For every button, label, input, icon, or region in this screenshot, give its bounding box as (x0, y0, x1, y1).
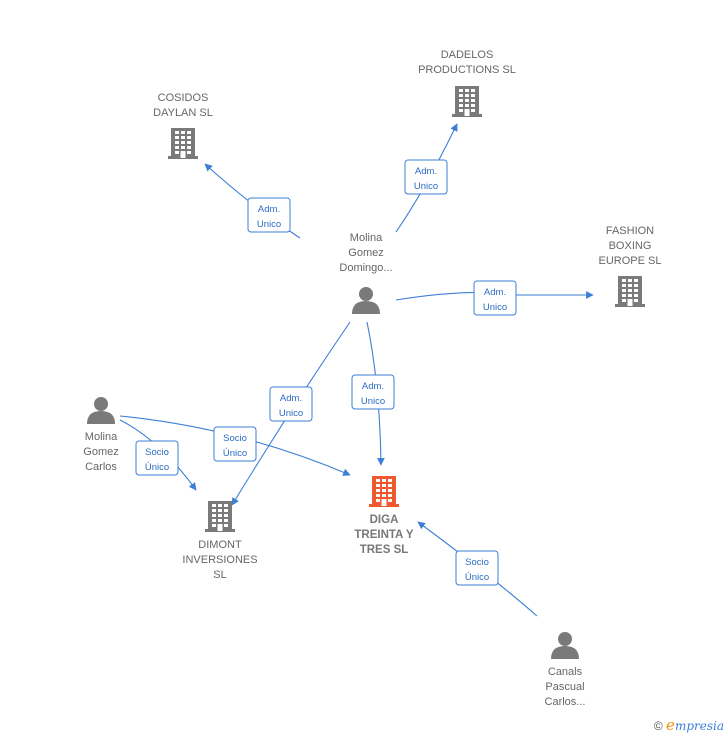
building-icon (615, 276, 645, 307)
edge-label-line: Socio (223, 433, 247, 444)
edges-layer: Adm.UnicoAdm.UnicoAdm.UnicoAdm.UnicoAdm.… (119, 123, 594, 617)
node-label-line: DIGA (370, 514, 399, 526)
node-dimont[interactable]: DIMONT INVERSIONES SL (182, 501, 258, 581)
node-label-line: SL (213, 569, 226, 581)
focus-building-icon (369, 476, 399, 507)
node-label-line: PRODUCTIONS SL (418, 64, 516, 76)
node-label-line: Pascual (545, 681, 584, 693)
edge-molina-domingo-to-dadelos: Adm. Unico (395, 123, 458, 233)
edge-label-line: Adm. (484, 287, 506, 298)
node-label-line: Canals (548, 666, 583, 678)
brand-initial: e (666, 716, 675, 734)
edge-label-line: Adm. (258, 204, 280, 215)
node-label-line: EUROPE SL (599, 255, 662, 267)
edge-label-line: Socio (465, 557, 489, 568)
node-label-line: Molina (350, 232, 383, 244)
nodes-layer: COSIDOS DAYLAN SL DADELOS PRODUCTIONS SL FAS… (83, 49, 661, 708)
edge-molina-domingo-to-fashion: Adm. Unico (395, 280, 594, 316)
node-label-line: BOXING (609, 240, 652, 252)
building-icon (205, 501, 235, 532)
node-label-line: COSIDOS (158, 92, 209, 104)
edge-label-box[interactable]: Adm. Unico (351, 374, 395, 410)
node-label-line: TRES SL (360, 544, 409, 556)
footer-brand: © empresia (654, 716, 724, 734)
edge-label-line: Unico (257, 219, 281, 230)
node-diga[interactable]: DIGA TREINTA Y TRES SL (354, 476, 414, 556)
node-dadelos[interactable]: DADELOS PRODUCTIONS SL (418, 49, 516, 117)
node-label-line: Molina (85, 431, 118, 443)
edge-label-box[interactable]: Adm. Unico (473, 280, 517, 316)
copyright-symbol: © (653, 719, 663, 733)
edge-label-line: Único (465, 572, 489, 583)
person-icon (551, 632, 579, 659)
edge-label-line: Socio (145, 447, 169, 458)
node-label-line: Carlos (85, 461, 117, 473)
edge-label-line: Único (145, 462, 169, 473)
node-label-line: DAYLAN SL (153, 107, 213, 119)
person-icon (87, 397, 115, 424)
edge-label-line: Unico (483, 302, 507, 313)
edge-label-box[interactable]: Adm. Unico (269, 386, 313, 422)
person-icon (352, 287, 380, 314)
node-label-line: Gomez (83, 446, 118, 458)
node-label-line: Domingo... (339, 262, 392, 274)
brand-name: mpresia (674, 719, 724, 733)
edge-label-line: Unico (361, 396, 385, 407)
node-label-line: INVERSIONES (182, 554, 257, 566)
edge-label-line: Adm. (280, 393, 302, 404)
edge-label-line: Unico (414, 181, 438, 192)
edge-label-line: Adm. (362, 381, 384, 392)
edge-molina-domingo-to-dimont: Adm. Unico (231, 321, 351, 506)
edge-label-box[interactable]: Adm. Unico (404, 159, 448, 195)
node-label-line: Gomez (348, 247, 383, 259)
edge-label-line: Unico (279, 408, 303, 419)
edge-label-line: Adm. (415, 166, 437, 177)
node-fashion[interactable]: FASHION BOXING EUROPE SL (599, 225, 662, 307)
node-label-line: DADELOS (441, 49, 494, 61)
edge-molina-domingo-to-cosidos: Adm. Unico (204, 163, 301, 239)
node-label-line: Carlos... (545, 696, 586, 708)
node-label-line: FASHION (606, 225, 654, 237)
building-icon (452, 86, 482, 117)
building-icon (168, 128, 198, 159)
node-canals[interactable]: CanalsPascualCarlos... (545, 632, 586, 708)
edge-label-line: Único (223, 448, 247, 459)
node-cosidos[interactable]: COSIDOS DAYLAN SL (153, 92, 213, 159)
node-label-line: DIMONT (198, 539, 242, 551)
node-label-line: TREINTA Y (354, 529, 414, 541)
edge-molina-domingo-to-diga: Adm. Unico (351, 321, 395, 466)
node-molina-domingo[interactable]: MolinaGomezDomingo... (339, 232, 393, 314)
edge-label-box[interactable]: Adm. Unico (247, 197, 291, 233)
